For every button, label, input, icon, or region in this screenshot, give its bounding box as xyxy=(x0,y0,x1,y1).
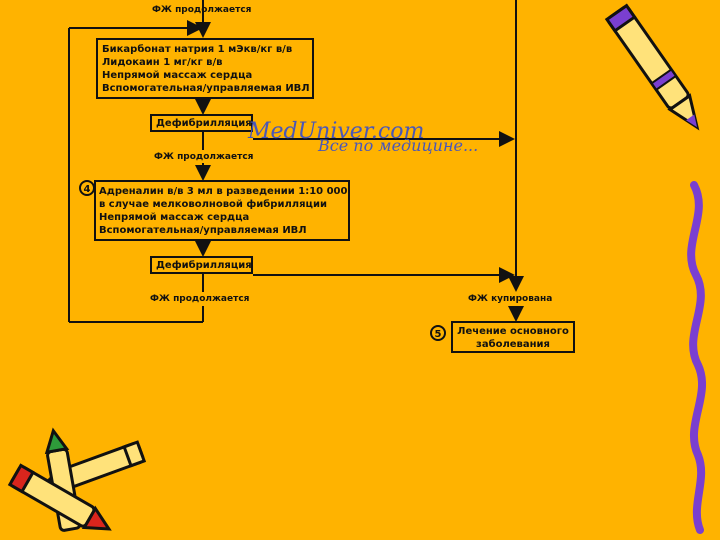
drugs-box: Бикарбонат натрия 1 мЭкв/кг в/в Лидокаин… xyxy=(96,38,314,99)
drugs-line-4: Вспомогательная/управляемая ИВЛ xyxy=(102,82,308,95)
crayon-icon xyxy=(607,6,707,134)
label-vf-stopped: ФЖ купирована xyxy=(468,294,552,304)
drugs-line-2: Лидокаин 1 мг/кг в/в xyxy=(102,56,308,69)
defibrillation-box-1: Дефибрилляция xyxy=(150,114,253,132)
drugs-line-1: Бикарбонат натрия 1 мЭкв/кг в/в xyxy=(102,43,308,56)
adrenaline-line-3: Непрямой массаж сердца xyxy=(99,211,345,224)
watermark-slogan: Все по медицине... xyxy=(318,136,478,155)
defibrillation-label-2: Дефибрилляция xyxy=(156,259,247,272)
label-vf-continues-top: ФЖ продолжается xyxy=(152,5,251,15)
treatment-line-1: Лечение основного xyxy=(456,325,570,338)
crayons-icon xyxy=(10,429,144,539)
treatment-line-2: заболевания xyxy=(456,338,570,351)
defibrillation-box-2: Дефибрилляция xyxy=(150,256,253,274)
defibrillation-label-1: Дефибрилляция xyxy=(156,117,247,130)
squiggle-decoration xyxy=(691,185,702,530)
adrenaline-line-4: Вспомогательная/управляемая ИВЛ xyxy=(99,224,345,237)
adrenaline-line-2: в случае мелковолновой фибрилляции xyxy=(99,198,345,211)
adrenaline-box: Адреналин в/в 3 мл в разведении 1:10 000… xyxy=(94,180,350,241)
step-5-marker: 5 xyxy=(430,325,446,341)
drugs-line-3: Непрямой массаж сердца xyxy=(102,69,308,82)
adrenaline-line-1: Адреналин в/в 3 мл в разведении 1:10 000 xyxy=(99,185,345,198)
label-vf-continues-2: ФЖ продолжается xyxy=(154,152,253,162)
step-4-marker: 4 xyxy=(79,180,95,196)
label-vf-continues-3: ФЖ продолжается xyxy=(150,294,249,304)
treatment-box: Лечение основного заболевания xyxy=(451,321,575,353)
